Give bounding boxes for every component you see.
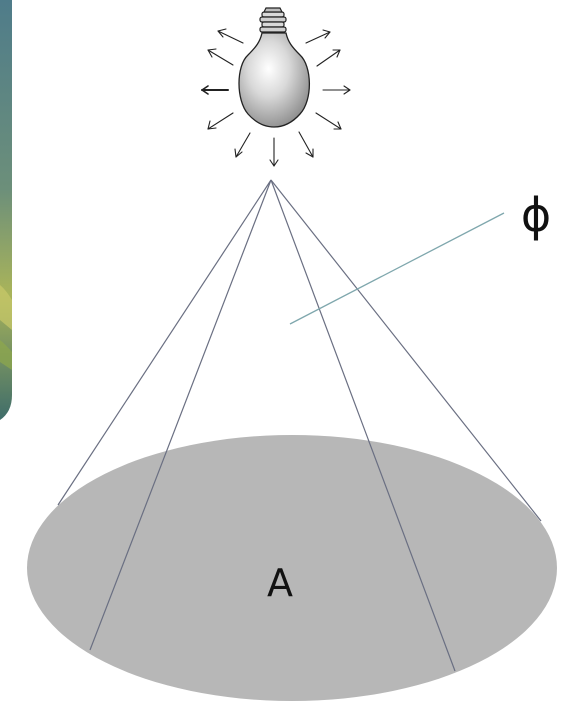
radiating-arrow-icon	[322, 85, 351, 95]
radiating-arrow-icon	[315, 112, 342, 130]
radiating-arrow-icon	[298, 131, 314, 158]
cone-line-right-inner	[270, 179, 456, 672]
radiating-arrow-icon	[316, 49, 341, 67]
bulb-screw-base	[259, 7, 287, 33]
area-label: A	[267, 561, 293, 605]
light-cone	[57, 179, 542, 672]
radiating-arrow-icon	[305, 29, 331, 44]
radiating-arrow-icon	[207, 112, 234, 130]
light-bulb-icon	[238, 7, 310, 128]
radiating-arrow-icon	[217, 28, 244, 44]
cone-line-right-outer	[270, 179, 542, 522]
illuminated-surface	[27, 435, 557, 701]
radiating-arrows	[201, 28, 351, 167]
radiating-arrow-icon	[234, 132, 251, 158]
cone-line-left-inner	[89, 179, 272, 651]
flux-label: ϕ	[521, 188, 551, 242]
radiating-arrow-icon	[207, 48, 234, 66]
bulb-glass	[238, 32, 310, 128]
cone-line-left-outer	[57, 179, 272, 506]
flux-leader-line	[289, 212, 505, 325]
landscape-photo-fragment	[0, 0, 12, 420]
radiating-arrow-icon	[269, 137, 279, 167]
radiating-arrow-icon	[201, 85, 229, 95]
